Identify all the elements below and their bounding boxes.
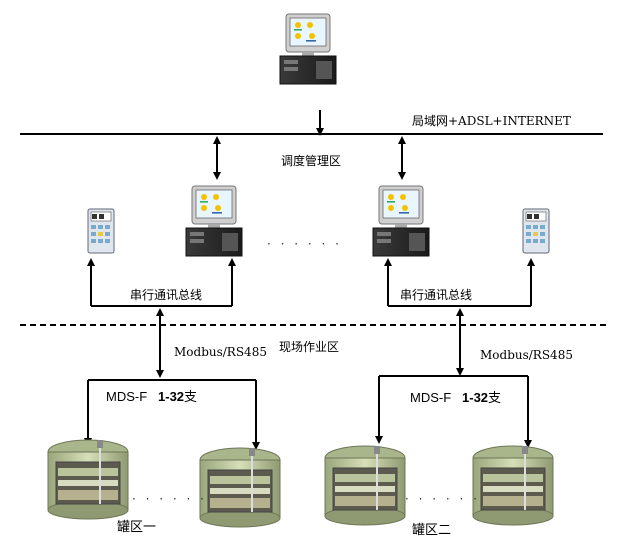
tank-1a-icon — [47, 439, 129, 520]
left-tank-ellipsis: · · · · · · — [132, 492, 207, 506]
tank-area-2-label: 罐区二 — [412, 523, 452, 538]
right-serial-bus-label: 串行通讯总线 — [400, 288, 473, 302]
dispatch-zone-label: 调度管理区 — [281, 154, 342, 168]
left-mds-label: MDS-F 1-32支 — [106, 390, 197, 404]
tank-2b-icon — [472, 445, 554, 526]
left-mds-unit: 支 — [184, 389, 198, 404]
left-mds-prefix: MDS-F — [106, 389, 148, 404]
left-pc-icon — [185, 185, 243, 257]
left-serial-bus-label: 串行通讯总线 — [130, 288, 203, 302]
right-tank-ellipsis: · · · · · · — [405, 492, 480, 506]
left-modbus-label: Modbus/RS485 — [174, 345, 267, 359]
network-label: 局域网+ADSL+INTERNET — [412, 114, 571, 128]
right-mds-label: MDS-F 1-32支 — [410, 391, 501, 405]
right-panel-icon — [522, 208, 550, 254]
tank-1b-icon — [199, 447, 281, 528]
tank-2a-icon — [324, 445, 406, 526]
pc-ellipsis: · · · · · · — [267, 237, 342, 251]
left-panel-icon — [87, 208, 115, 254]
right-mds-count: 1-32 — [462, 390, 489, 405]
server-computer-icon — [279, 13, 337, 85]
tank-area-1-label: 罐区一 — [117, 520, 157, 535]
left-mds-count: 1-32 — [158, 389, 185, 404]
right-mds-prefix: MDS-F — [410, 390, 452, 405]
right-modbus-label: Modbus/RS485 — [480, 348, 573, 362]
right-mds-unit: 支 — [488, 390, 502, 405]
field-zone-label: 现场作业区 — [279, 340, 340, 354]
right-pc-icon — [372, 185, 430, 257]
